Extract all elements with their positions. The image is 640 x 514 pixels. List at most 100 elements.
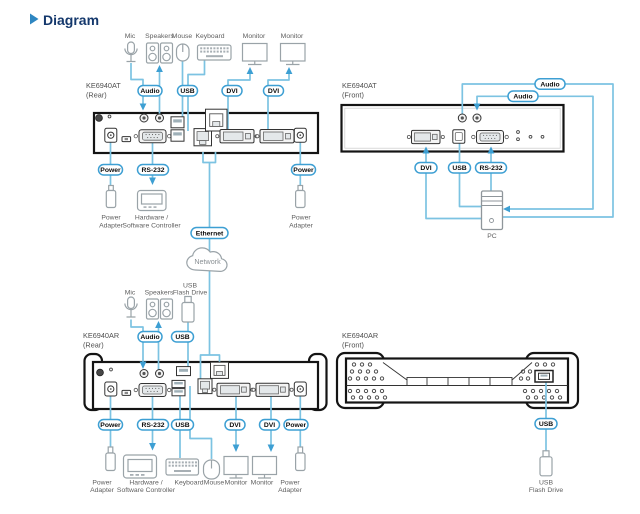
controller-label-1: Hardware /	[135, 215, 168, 222]
speakers-icon	[145, 42, 174, 64]
dvi-pill-2: DVI	[262, 84, 285, 97]
ar-monitor-icon-1	[223, 455, 249, 479]
ar-front-usb-port	[534, 369, 554, 383]
svg-text:Power: Power	[293, 167, 314, 174]
svg-text:USB: USB	[452, 165, 466, 172]
usb-pill-front: USB	[447, 161, 472, 174]
dvi-port-2	[255, 129, 299, 144]
svg-text:DVI: DVI	[264, 422, 275, 429]
arrow-into-dvi-port	[422, 146, 430, 154]
svg-text:DVI: DVI	[226, 88, 237, 95]
ar-power-port-left	[104, 381, 118, 397]
ar-usb-pill-top: USB	[170, 330, 195, 343]
ar-rear-name: KE6940AR	[83, 331, 119, 340]
arrow-to-speakers	[156, 65, 163, 72]
ar-speakers-label: Speakers	[145, 290, 174, 297]
audio-pill-front-2: Audio	[507, 90, 539, 103]
audio-jack-2	[472, 113, 482, 123]
svg-text:Ethernet: Ethernet	[196, 230, 224, 237]
svg-text:USB: USB	[175, 334, 189, 341]
ar-flash-label-2: Flash Drive	[173, 290, 208, 297]
ar-keyboard-icon	[165, 458, 200, 476]
ar-power-adapter-icon-right	[295, 446, 306, 472]
mic-label: Mic	[125, 33, 136, 40]
arrow-into-controller	[149, 177, 156, 185]
svg-text:USB: USB	[180, 88, 194, 95]
svg-text:Audio: Audio	[513, 94, 532, 101]
reset-switch	[121, 136, 132, 143]
ar-controller-label-2: Software Controller	[117, 487, 176, 494]
dvi-pill-front: DVI	[414, 161, 438, 174]
ar-power-adapter-right-label-2: Adapter	[278, 487, 303, 494]
audio-jack-speaker	[155, 113, 164, 123]
power-pill-right: Power	[290, 163, 317, 176]
keyboard-keys	[200, 47, 229, 58]
audio-jack-1	[457, 113, 467, 123]
ar-dvi-port-2	[251, 382, 294, 397]
pc-label: PC	[487, 233, 497, 240]
power-adapter-icon-left	[105, 184, 117, 209]
ar-power-pill-right: Power	[283, 418, 309, 431]
network-cloud-icon: Network	[186, 247, 228, 273]
power-adapter-left-label-1: Power	[101, 215, 121, 222]
vent-holes-right	[518, 362, 563, 400]
ar-rear-connectors	[96, 361, 307, 397]
ar-mic-label: Mic	[125, 290, 136, 297]
ar-speakers-icon	[145, 298, 174, 320]
at-rear-name: KE6940AT	[86, 81, 121, 90]
svg-text:Audio: Audio	[140, 334, 159, 341]
svg-text:RS-232: RS-232	[141, 422, 164, 429]
svg-text:Audio: Audio	[540, 82, 559, 89]
monitor1-label: Monitor	[243, 33, 266, 40]
ar-monitor1-label: Monitor	[225, 480, 248, 487]
arrow-to-ar-speakers	[155, 321, 162, 328]
ar-power-adapter-left-label-2: Adapter	[90, 487, 115, 494]
ar-dvi-pill-2: DVI	[258, 418, 281, 431]
ar-front-flash-label-1: USB	[539, 480, 553, 487]
ar-reset-switch	[121, 389, 132, 396]
ar-usb-port-top	[176, 366, 191, 377]
at-rear-side: (Rear)	[86, 91, 107, 100]
ar-dvi-port-1	[212, 382, 255, 397]
ar-front-name: KE6940AR	[342, 331, 378, 340]
lan-port	[193, 128, 212, 147]
dvi-port-1	[215, 129, 259, 144]
ar-front-usb-pill: USB	[534, 417, 558, 430]
ar-power-adapter-left-label-1: Power	[92, 480, 112, 487]
rs232-port	[133, 129, 172, 144]
at-front-name: KE6940AT	[342, 81, 377, 90]
ar-mic-icon	[124, 296, 138, 318]
ar-audio-pill: Audio	[137, 330, 163, 343]
arrow-into-ar-controller	[149, 443, 156, 451]
controller-label-2: Software Controller	[122, 223, 181, 230]
power-adapter-right-label-2: Adapter	[289, 223, 314, 230]
ar-keyboard-keys	[168, 461, 197, 472]
arrow-into-mic-jack	[139, 103, 147, 111]
ar-front-side: (Front)	[342, 341, 364, 350]
vent-holes-left	[347, 362, 388, 400]
at-front-side: (Front)	[342, 91, 364, 100]
arrow-to-monitor2	[285, 67, 293, 74]
audio-pill: Audio	[137, 84, 163, 97]
arrow-into-ar-monitor2	[267, 444, 275, 452]
ar-power-adapter-right-label-1: Power	[280, 480, 300, 487]
keyboard-label: Keyboard	[195, 33, 224, 40]
arrow-into-rs232-port	[487, 146, 495, 154]
power-port-right	[293, 127, 307, 143]
mic-icon	[124, 41, 138, 63]
network-label: Network	[194, 257, 221, 266]
ar-usb-pill-bottom: USB	[170, 418, 195, 431]
ar-usb-flash-drive-icon	[181, 295, 195, 323]
lan-port-2	[205, 108, 228, 132]
ar-rear-side: (Rear)	[83, 341, 104, 350]
dvi-pill-1: DVI	[221, 84, 243, 97]
title-bullet-icon	[30, 13, 39, 25]
power-adapter-icon-right	[295, 184, 306, 209]
ar-lan-port	[197, 378, 213, 395]
power-adapter-left-label-2: Adapter	[99, 223, 124, 230]
svg-text:Audio: Audio	[140, 88, 159, 95]
ar-usb-ports-bottom	[171, 379, 186, 397]
arrow-into-ar-mic-jack	[139, 361, 147, 369]
